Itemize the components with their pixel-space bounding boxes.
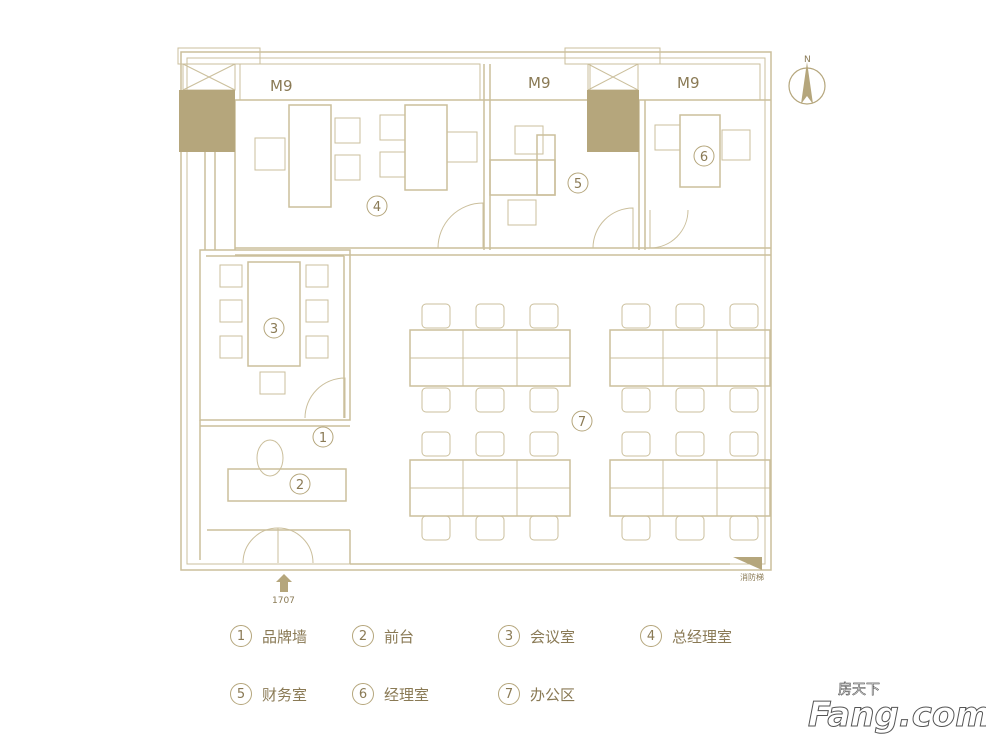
room-number-5: 5 <box>574 177 582 192</box>
watermark-cn: 房天下 <box>838 682 880 698</box>
office-chair-icon <box>475 303 505 329</box>
legend-label: 会议室 <box>530 627 576 646</box>
office-chair-icon <box>675 303 705 329</box>
office-chair-icon <box>421 431 451 457</box>
legend-item: 7 办公区 <box>498 683 575 705</box>
outer-wall <box>180 51 772 571</box>
legend-number: 3 <box>498 625 520 647</box>
office-chair-icon <box>621 515 651 541</box>
office-chair-icon <box>675 515 705 541</box>
office-chair-icon <box>475 431 505 457</box>
office-chair-icon <box>475 515 505 541</box>
office-chair-icon <box>729 515 759 541</box>
office-chair-icon <box>621 387 651 413</box>
legend-item: 2 前台 <box>352 625 414 647</box>
office-chair-icon <box>421 303 451 329</box>
office-chair-icon <box>675 387 705 413</box>
stair-mark <box>733 557 762 570</box>
legend-label: 前台 <box>384 627 415 646</box>
office-chair-icon <box>729 303 759 329</box>
room-number-3: 3 <box>270 322 278 337</box>
office-chair-icon <box>529 431 559 457</box>
legend-label: 总经理室 <box>672 627 733 646</box>
fang-watermark-logo: 房天下 Fang.com <box>806 676 992 736</box>
office-chair-icon <box>729 387 759 413</box>
legend-label: 办公区 <box>530 685 576 704</box>
office-chair-icon <box>421 387 451 413</box>
entrance-arrow-icon: 1707 <box>272 574 295 606</box>
legend-number: 2 <box>352 625 374 647</box>
door-code: M9 <box>528 74 551 92</box>
office-chair-icon <box>729 431 759 457</box>
legend-label: 品牌墙 <box>262 627 308 646</box>
north-arrow-icon: N <box>788 55 826 105</box>
legend-item: 4 总经理室 <box>640 625 732 647</box>
stair-label: 消防梯 <box>740 572 764 582</box>
legend-number: 5 <box>230 683 252 705</box>
watermark-brand: Fang.com <box>808 695 986 735</box>
legend-number: 6 <box>352 683 374 705</box>
office-chair-icon <box>421 515 451 541</box>
north-label: N <box>804 55 811 65</box>
office-chair-icon <box>529 515 559 541</box>
legend-item: 6 经理室 <box>352 683 429 705</box>
room-number-7: 7 <box>578 415 586 430</box>
legend-item: 5 财务室 <box>230 683 307 705</box>
room-number-1: 1 <box>319 431 327 446</box>
legend-number: 4 <box>640 625 662 647</box>
column-wall <box>587 90 639 152</box>
legend-item: 1 品牌墙 <box>230 625 307 647</box>
door-code: M9 <box>270 77 293 95</box>
office-chair-icon <box>621 303 651 329</box>
door-code: M9 <box>677 74 700 92</box>
office-chair-icon <box>529 303 559 329</box>
legend-number: 1 <box>230 625 252 647</box>
legend-item: 3 会议室 <box>498 625 575 647</box>
entrance-code: 1707 <box>272 596 295 606</box>
room-number-6: 6 <box>700 150 708 165</box>
column-wall <box>179 90 235 152</box>
office-chair-icon <box>529 387 559 413</box>
office-chair-icon <box>675 431 705 457</box>
office-chair-icon <box>621 431 651 457</box>
room-number-4: 4 <box>373 200 381 215</box>
legend-label: 财务室 <box>262 685 308 704</box>
legend-number: 7 <box>498 683 520 705</box>
office-chair-icon <box>475 387 505 413</box>
legend-label: 经理室 <box>384 685 430 704</box>
room-number-2: 2 <box>296 478 304 493</box>
